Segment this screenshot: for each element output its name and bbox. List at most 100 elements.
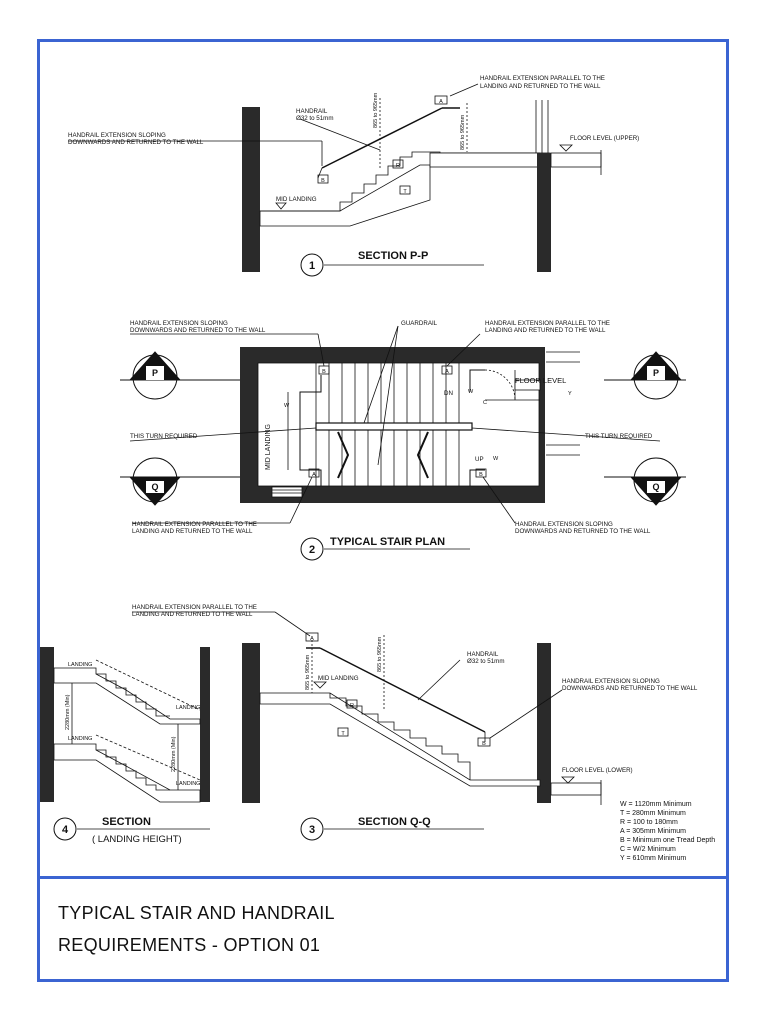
s2-turn-right: THIS TURN REQUIRED (585, 433, 653, 440)
s2-dim-b-bottom: B (479, 472, 483, 478)
section2-title: TYPICAL STAIR PLAN (330, 536, 445, 548)
guardrail-bar (315, 422, 473, 431)
s2-ext-sloping-bottom-2: DOWNWARDS AND RETURNED TO THE WALL (515, 528, 651, 535)
title-block-divider (37, 876, 729, 879)
s4-landing-2: LANDING (176, 705, 200, 711)
legend-b: B = Minimum one Tread Depth (620, 837, 715, 844)
s2-dim-y: Y (568, 391, 572, 397)
s1-height-a: 865 to 965mm (373, 92, 379, 128)
s1-dim-r: R (396, 163, 400, 169)
s2-turn-left: THIS TURN REQUIRED (130, 433, 198, 440)
marker-q-right (604, 457, 686, 506)
s2-guardrail: GUARDRAIL (401, 320, 438, 327)
s2-up: UP (475, 456, 484, 463)
s1-ext-parallel-2: LANDING AND RETURNED TO THE WALL (480, 83, 601, 90)
section1-number: 1 (309, 260, 315, 272)
legend-t: T = 280mm Minimum (620, 810, 686, 817)
section4-bubble (53, 817, 77, 841)
s4-landing-4: LANDING (176, 781, 200, 787)
s1-ext-sloping-2: DOWNWARDS AND RETURNED TO THE WALL (68, 139, 204, 146)
s2-ext-sloping-1: HANDRAIL EXTENSION SLOPING (130, 320, 228, 327)
s2-ext-sloping-bottom-1: HANDRAIL EXTENSION SLOPING (515, 521, 613, 528)
s2-dim-w-upper: W (468, 389, 474, 395)
marker-q-left-label: Q (151, 482, 158, 492)
s2-dim-w-lower: W (493, 456, 499, 462)
s3-height-a: 865 to 965mm (305, 654, 311, 690)
s1-mid-landing: MID LANDING (276, 196, 317, 203)
marker-p-left (120, 351, 240, 400)
s3-dim-b: B (482, 741, 486, 747)
s3-ext-sloping-1: HANDRAIL EXTENSION SLOPING (562, 678, 660, 685)
s2-dn: DN (444, 390, 453, 397)
upper-flight-treads (315, 363, 460, 423)
section4-title: SECTION (102, 816, 151, 828)
s4-height-2: 2280mm (Min) (171, 736, 177, 772)
s1-height-b: 865 to 965mm (460, 114, 466, 150)
section4-subtitle: ( LANDING HEIGHT) (92, 834, 182, 845)
s3-height-b: 865 to 965mm (377, 636, 383, 672)
marker-p-right-label: P (653, 368, 659, 378)
s3-ext-parallel-2: LANDING AND RETURNED TO THE WALL (132, 611, 253, 618)
s3-dim-r: R (350, 703, 354, 709)
s2-ext-parallel-2: LANDING AND RETURNED TO THE WALL (485, 327, 606, 334)
s2-mid-landing: MID LANDING (265, 424, 272, 470)
s3-dim-t: T (341, 731, 345, 737)
s2-ext-sloping-2: DOWNWARDS AND RETURNED TO THE WALL (130, 327, 266, 334)
upper-slab (429, 152, 551, 168)
s3-handrail: HANDRAIL (467, 651, 499, 658)
section4-number: 4 (62, 824, 69, 836)
legend-y: Y = 610mm Minimum (620, 855, 686, 862)
s3-ext-parallel-1: HANDRAIL EXTENSION PARALLEL TO THE (132, 604, 257, 611)
s3-handrail-dia: Ø32 to 51mm (467, 658, 505, 665)
sheet-title-line2: REQUIREMENTS - OPTION 01 (58, 935, 321, 955)
s4-height-1: 2280mm (Min) (65, 694, 71, 730)
s2-ext-parallel-bottom-2: LANDING AND RETURNED TO THE WALL (132, 528, 253, 535)
s2-dim-w-landing: W (284, 403, 290, 409)
stair-steps (260, 151, 540, 212)
legend-a: A = 305mm Minimum (620, 828, 686, 835)
section-landing-height-drawing (40, 647, 210, 803)
s1-dim-t: T (403, 189, 407, 195)
s3-mid-landing: MID LANDING (318, 675, 359, 682)
marker-p-left-label: P (152, 368, 158, 378)
section-pp-drawing (68, 83, 602, 272)
sheet-border (37, 39, 729, 982)
s3-floor-level: FLOOR LEVEL (LOWER) (562, 767, 633, 774)
handrail-line (321, 107, 443, 169)
section1-bubble (300, 253, 324, 277)
s4-landing-1: LANDING (68, 662, 92, 668)
dimension-legend: W = 1120mm Minimum T = 280mm Minimum R =… (620, 801, 715, 862)
section1-title: SECTION P-P (358, 250, 428, 262)
left-wall (242, 107, 260, 272)
s3-ext-sloping-2: DOWNWARDS AND RETURNED TO THE WALL (562, 685, 698, 692)
marker-q-left (120, 457, 240, 506)
s2-ext-parallel-1: HANDRAIL EXTENSION PARALLEL TO THE (485, 320, 610, 327)
section3-title: SECTION Q-Q (358, 816, 431, 828)
s1-ext-sloping-1: HANDRAIL EXTENSION SLOPING (68, 132, 166, 139)
marker-q-right-label: Q (652, 482, 659, 492)
s1-dim-b: B (321, 178, 325, 184)
section3-number: 3 (309, 824, 315, 836)
s2-dim-a-top: A (445, 369, 449, 375)
s4-landing-3: LANDING (68, 736, 92, 742)
s1-ext-parallel-1: HANDRAIL EXTENSION PARALLEL TO THE (480, 75, 605, 82)
s2-dim-a-bottom: A (312, 472, 316, 478)
s1-dim-a: A (439, 99, 443, 105)
s2-ext-parallel-bottom-1: HANDRAIL EXTENSION PARALLEL TO THE (132, 521, 257, 528)
legend-c: C = W/2 Minimum (620, 846, 676, 853)
legend-w: W = 1120mm Minimum (620, 801, 692, 808)
s1-handrail-dia: Ø32 to 51mm (296, 115, 334, 122)
floor-ext (550, 152, 602, 168)
stair-plan-drawing (129, 325, 661, 524)
marker-p-right (604, 351, 686, 400)
sheet-title-line1: TYPICAL STAIR AND HANDRAIL (58, 903, 335, 923)
s2-dim-c: C (483, 400, 487, 406)
s2-dim-b-top: B (322, 369, 326, 375)
s1-floor-level: FLOOR LEVEL (UPPER) (570, 135, 639, 142)
s2-floor-level: FLOOR LEVEL (515, 376, 566, 385)
section-qq-drawing (132, 611, 602, 805)
s1-handrail-label: HANDRAIL (296, 108, 328, 115)
section2-number: 2 (309, 544, 315, 556)
section2-bubble (300, 537, 324, 561)
